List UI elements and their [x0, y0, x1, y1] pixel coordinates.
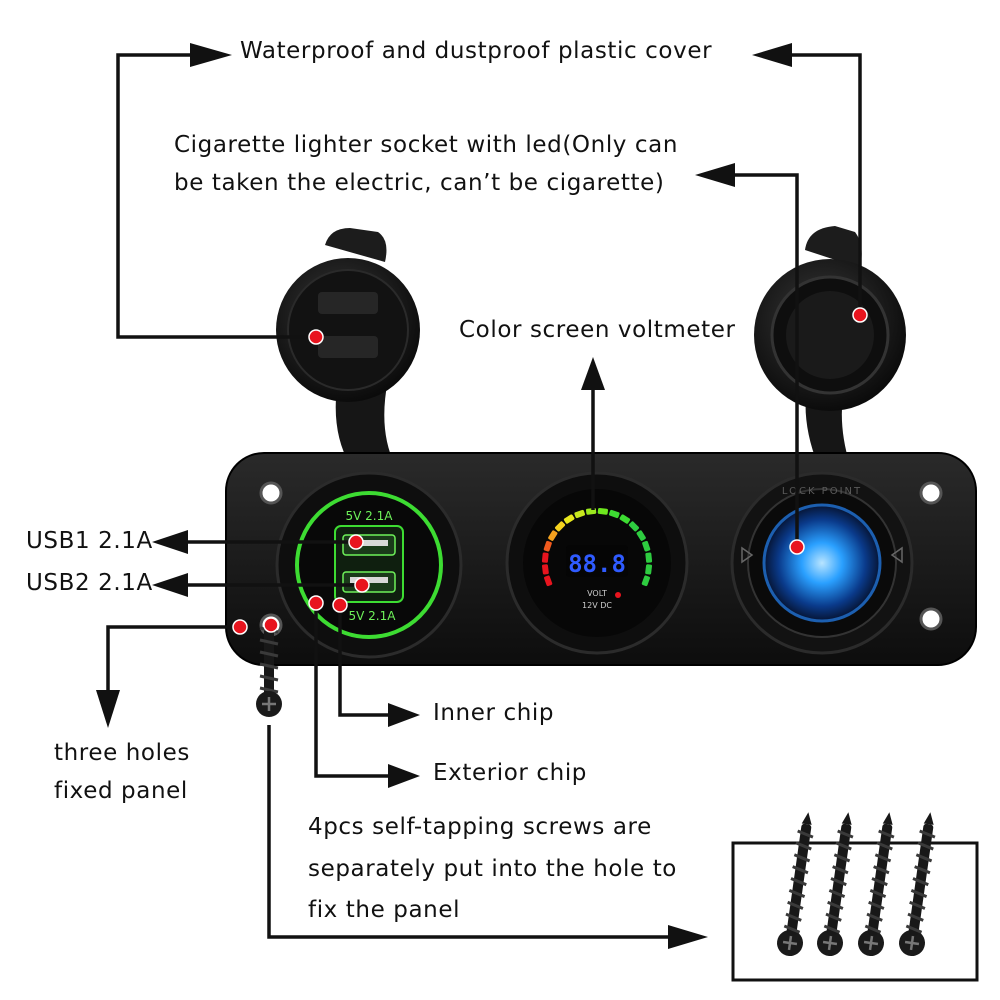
arrow-icon — [752, 43, 792, 67]
arrow-exterior-chip — [314, 603, 395, 778]
voltmeter-segment — [619, 514, 631, 524]
arrow-inner-chip — [338, 605, 395, 717]
voltmeter-segment — [636, 530, 646, 541]
voltmeter-segment — [608, 509, 620, 519]
label-screws-line1: 4pcs self-tapping screws are — [308, 814, 652, 840]
usb-protective-cap — [276, 228, 420, 402]
arrow-icon — [668, 925, 708, 949]
voltmeter-volt-label: VOLT — [587, 589, 607, 598]
lighter-protective-cap — [754, 226, 906, 411]
mount-hole-top-left — [259, 481, 283, 505]
voltmeter-segment — [597, 507, 609, 515]
usb-rating-bottom: 5V 2.1A — [349, 609, 397, 623]
callout-dot-icon — [852, 307, 868, 323]
label-exterior-chip: Exterior chip — [433, 760, 588, 786]
screw-in-panel — [256, 620, 282, 717]
arrowheads — [96, 43, 792, 949]
callout-dot-icon — [354, 577, 370, 593]
arrow-icon — [96, 690, 120, 728]
label-holes-line1: three holes — [54, 740, 190, 766]
arrow-lighter — [728, 173, 799, 547]
callout-dot-icon — [263, 617, 279, 633]
label-screws: 4pcs self-tapping screws are separately … — [308, 814, 677, 925]
usb-socket: 5V 2.1A 5V 2.1A — [275, 471, 463, 659]
label-usb1: USB1 2.1A — [26, 528, 153, 554]
mount-hole-top-right — [919, 481, 943, 505]
voltmeter-segment — [543, 540, 552, 552]
voltmeter-segment — [544, 575, 553, 587]
label-holes-line2: fixed panel — [54, 777, 188, 804]
arrow-icon — [581, 357, 605, 390]
callout-dot-icon — [332, 597, 348, 613]
screws-box — [731, 841, 979, 982]
callout-arrows — [106, 53, 862, 939]
lighter-ring-text: LOCK POINT — [782, 486, 862, 497]
label-inner-chip: Inner chip — [433, 700, 555, 726]
arrow-icon — [152, 530, 188, 554]
usb-rating-top: 5V 2.1A — [346, 509, 394, 523]
arrow-screws — [267, 725, 670, 939]
arrow-cover-left — [116, 53, 316, 339]
arrow-icon — [695, 163, 735, 187]
callout-dots — [232, 307, 868, 635]
arrow-icon — [152, 573, 188, 597]
voltmeter-segment — [585, 507, 597, 515]
label-three-holes: three holes fixed panel — [54, 740, 190, 805]
mount-hole-bottom-right — [919, 607, 943, 631]
voltmeter-segment — [563, 514, 575, 524]
label-screws-line3: fix the panel — [308, 897, 461, 924]
voltmeter-segment — [541, 552, 549, 563]
voltmeter: 88.8 VOLT 12V DC — [505, 471, 689, 655]
voltmeter-segment — [645, 564, 653, 575]
arrow-three-holes — [106, 625, 240, 690]
callout-dot-icon — [308, 595, 324, 611]
voltmeter-segment — [574, 509, 586, 519]
label-lighter-line1: Cigarette lighter socket with led(Only c… — [174, 132, 679, 158]
voltmeter-segment — [641, 575, 650, 587]
label-lighter-socket: Cigarette lighter socket with led(Only c… — [174, 132, 678, 197]
voltmeter-segment — [645, 552, 653, 563]
callout-dot-icon — [308, 329, 324, 345]
voltmeter-segment — [628, 521, 639, 532]
label-screws-line2: separately put into the hole to — [308, 855, 677, 882]
voltmeter-12vdc-label: 12V DC — [582, 601, 612, 610]
label-lighter-line2: be taken the electric, can’t be cigarett… — [174, 169, 665, 196]
arrow-icon — [190, 43, 232, 67]
arrow-icon — [388, 703, 420, 727]
voltmeter-segment — [541, 564, 549, 575]
voltmeter-segment — [548, 530, 558, 541]
arrow-cover-right — [785, 53, 862, 315]
cigarette-lighter-socket: LOCK POINT — [730, 471, 914, 655]
voltmeter-segment — [642, 540, 651, 552]
voltmeter-segment — [555, 521, 566, 532]
callout-dot-icon — [232, 619, 248, 635]
label-voltmeter: Color screen voltmeter — [459, 317, 736, 343]
callout-dot-icon — [789, 539, 805, 555]
arrow-icon — [388, 764, 420, 788]
callout-dot-icon — [348, 534, 364, 550]
voltmeter-digits: 88.8 — [568, 550, 626, 578]
label-cover: Waterproof and dustproof plastic cover — [240, 38, 713, 64]
label-usb2: USB2 2.1A — [26, 570, 153, 596]
